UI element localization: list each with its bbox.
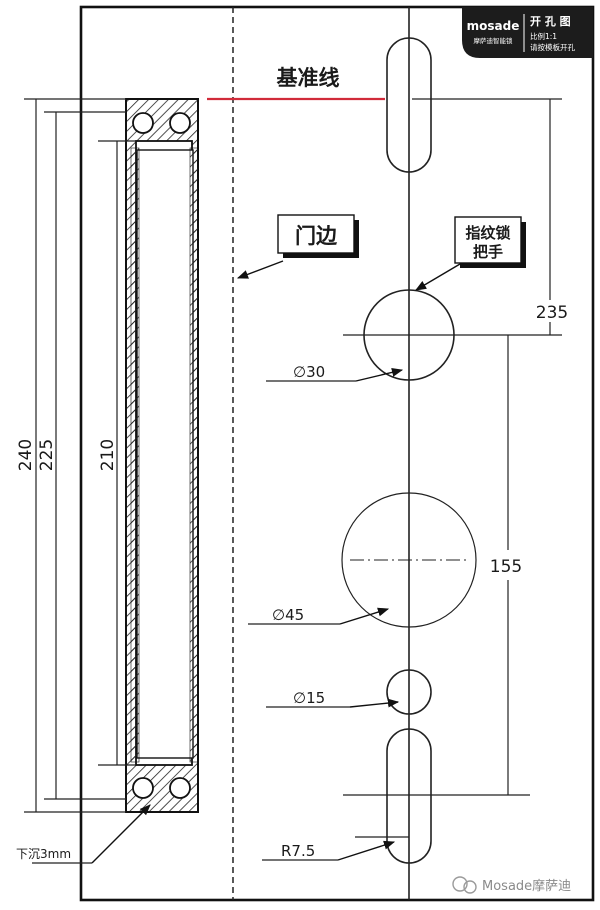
dimension-235 xyxy=(343,98,562,336)
header-scale: 比例1:1 xyxy=(530,31,557,41)
brand-subtitle: 摩萨迪智能锁 xyxy=(474,36,514,45)
header-badge: mosade 摩萨迪智能锁 开 孔 图 比例1:1 请按模板开孔 xyxy=(462,7,593,58)
dim-235-label: 235 xyxy=(536,303,568,323)
countersink-label: 下沉3mm xyxy=(16,847,71,861)
hole-45 xyxy=(341,492,477,628)
header-instruction: 请按模板开孔 xyxy=(530,42,575,52)
watermark: Mosade摩萨迪 xyxy=(452,876,571,894)
leader-hole-45 xyxy=(248,607,390,625)
handle-label-line2: 把手 xyxy=(473,243,503,261)
template-border xyxy=(79,5,595,902)
bottom-slot xyxy=(386,728,432,864)
door-edge-callout: 门边 xyxy=(236,214,359,279)
hole-15 xyxy=(386,669,432,715)
radius-label: R7.5 xyxy=(281,842,315,860)
brand-logo: mosade xyxy=(467,19,520,33)
hole-15-label: ∅15 xyxy=(293,689,325,707)
leader-hole-15 xyxy=(266,698,400,708)
handle-label-line1: 指纹锁 xyxy=(465,224,510,242)
hole-30-label: ∅30 xyxy=(293,363,325,381)
leader-countersink xyxy=(32,804,151,864)
leader-radius xyxy=(262,836,409,861)
dim-240-label: 240 xyxy=(16,439,36,471)
handle-callout: 指纹锁 把手 xyxy=(415,216,526,291)
dim-210-label: 210 xyxy=(98,439,118,471)
door-edge-label: 门边 xyxy=(295,224,338,248)
dim-155-label: 155 xyxy=(490,557,522,577)
dimension-210 xyxy=(98,140,136,766)
header-title: 开 孔 图 xyxy=(530,15,571,28)
handle-profile xyxy=(125,98,199,813)
leader-hole-30 xyxy=(266,367,404,382)
dimension-155 xyxy=(343,335,530,796)
hole-45-label: ∅45 xyxy=(272,606,304,624)
reference-line-label: 基准线 xyxy=(277,66,340,90)
dimension-240 xyxy=(24,98,126,813)
dim-225-label: 225 xyxy=(37,439,57,471)
top-slot xyxy=(386,37,432,173)
watermark-text: Mosade摩萨迪 xyxy=(482,878,571,894)
dimension-225 xyxy=(44,111,126,800)
